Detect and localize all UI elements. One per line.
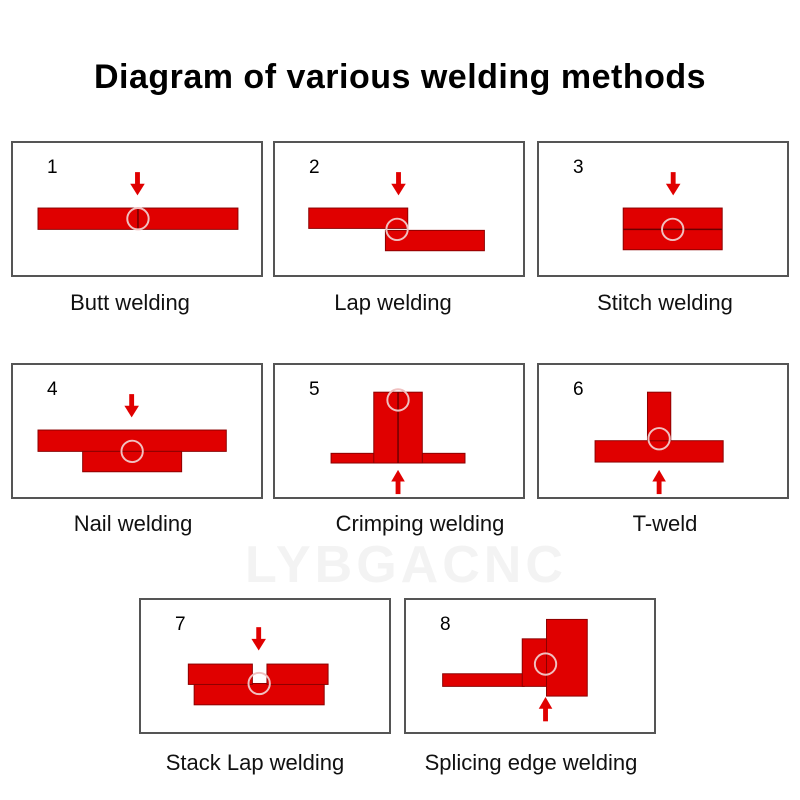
- watermark: LYBGACNC: [245, 536, 567, 594]
- nail-welding-diagram: [37, 394, 227, 473]
- up-arrow-icon: [538, 697, 553, 722]
- weld-point-marker: [386, 388, 410, 412]
- panel-crimping-welding: 5: [273, 363, 525, 499]
- stitch-welding-diagram: [622, 172, 723, 251]
- weld-point-marker: [126, 207, 150, 231]
- panel-stack-lap-welding: 7: [139, 598, 391, 734]
- panel-butt-welding: 1: [11, 141, 263, 277]
- weld-point-marker: [247, 671, 271, 696]
- down-arrow-icon: [251, 627, 266, 651]
- butt-welding-diagram: [37, 172, 239, 231]
- down-arrow-icon: [391, 172, 406, 196]
- panel-number: 1: [47, 157, 58, 178]
- stack-lap-welding-diagram: [187, 627, 329, 706]
- caption-t-weld: T-weld: [632, 511, 698, 536]
- t-weld-diagram: [594, 391, 724, 495]
- weld-point-marker: [120, 439, 144, 464]
- caption-nail-welding: Nail welding: [73, 511, 193, 536]
- panel-t-weld: 6: [537, 363, 789, 499]
- caption-butt-welding: Butt welding: [70, 290, 190, 315]
- panel-stitch-welding: 3: [537, 141, 789, 277]
- weld-point-marker: [533, 652, 558, 676]
- panel-number: 5: [309, 379, 320, 400]
- caption-lap-welding: Lap welding: [334, 290, 452, 315]
- panel-number: 4: [47, 379, 58, 400]
- up-arrow-icon: [391, 469, 405, 495]
- down-arrow-icon: [665, 172, 681, 196]
- panel-number: 6: [573, 379, 584, 400]
- panel-number: 2: [309, 157, 320, 178]
- weld-point-marker: [385, 217, 409, 242]
- weld-point-marker: [647, 427, 671, 451]
- weld-point-marker: [661, 217, 685, 242]
- splicing-edge-welding-diagram: [442, 618, 588, 722]
- panel-nail-welding: 4: [11, 363, 263, 499]
- caption-stack-lap-welding: Stack Lap welding: [165, 750, 345, 775]
- caption-crimping-welding: Crimping welding: [335, 511, 505, 536]
- caption-stitch-welding: Stitch welding: [597, 290, 733, 315]
- panel-number: 8: [440, 614, 451, 635]
- up-arrow-icon: [652, 469, 666, 495]
- down-arrow-icon: [130, 172, 145, 196]
- panel-splicing-edge-welding: 8: [404, 598, 656, 734]
- panel-number: 3: [573, 157, 584, 178]
- crimping-welding-diagram: [330, 388, 466, 495]
- lap-welding-diagram: [308, 172, 485, 252]
- down-arrow-icon: [124, 394, 139, 418]
- panel-number: 7: [175, 614, 186, 635]
- caption-splicing-edge-welding: Splicing edge welding: [424, 750, 638, 775]
- page-title: Diagram of various welding methods: [93, 58, 707, 96]
- panel-lap-welding: 2: [273, 141, 525, 277]
